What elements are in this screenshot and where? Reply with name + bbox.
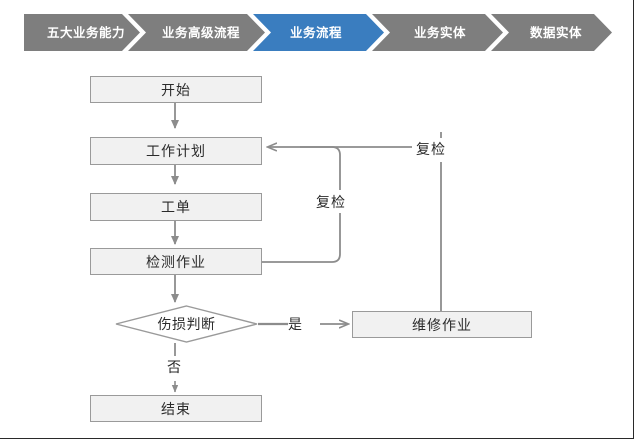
breadcrumb-chevron-1[interactable] (128, 14, 265, 51)
node-repair-task-label: 维修作业 (412, 317, 472, 334)
breadcrumb-label-1: 业务高级流程 (162, 25, 240, 40)
breadcrumb-chevron-2[interactable] (253, 14, 384, 51)
node-start[interactable]: 开始 (90, 76, 262, 103)
breadcrumb-label-0: 五大业务能力 (47, 25, 125, 40)
breadcrumb-chevron-0[interactable] (24, 14, 140, 51)
node-end-label: 结束 (161, 401, 191, 418)
node-work-plan-label: 工作计划 (146, 144, 206, 160)
breadcrumb: 五大业务能力 业务高级流程 业务流程 业务实体 数据实体 (0, 14, 633, 51)
breadcrumb-label-2: 业务流程 (290, 25, 342, 40)
node-damage-decision[interactable]: 伤损判断 (115, 305, 258, 343)
node-damage-decision-label: 伤损判断 (157, 317, 216, 333)
diamond-shape-icon (115, 305, 258, 343)
node-repair-task[interactable]: 维修作业 (352, 311, 532, 338)
node-end[interactable]: 结束 (90, 395, 262, 422)
breadcrumb-label-4: 数据实体 (529, 25, 582, 40)
edge-recheck-inner-upper (300, 146, 341, 190)
edge-label-recheck-inner: 复检 (316, 195, 346, 211)
edge-label-recheck-outer: 复检 (416, 142, 446, 158)
node-inspection-task[interactable]: 检测作业 (90, 248, 262, 275)
breadcrumb-label-3: 业务实体 (414, 25, 466, 40)
breadcrumb-chevron-4[interactable] (491, 14, 612, 51)
node-work-plan[interactable]: 工作计划 (90, 137, 262, 165)
node-inspection-task-label: 检测作业 (146, 254, 206, 271)
breadcrumb-chevron-3[interactable] (372, 14, 503, 51)
edge-label-yes: 是 (288, 317, 303, 333)
node-work-order[interactable]: 工单 (90, 193, 262, 221)
node-work-order-label: 工单 (161, 200, 191, 216)
edge-recheck-inner-lower (262, 213, 341, 263)
node-start-label: 开始 (161, 82, 191, 99)
edge-label-no: 否 (167, 360, 182, 376)
